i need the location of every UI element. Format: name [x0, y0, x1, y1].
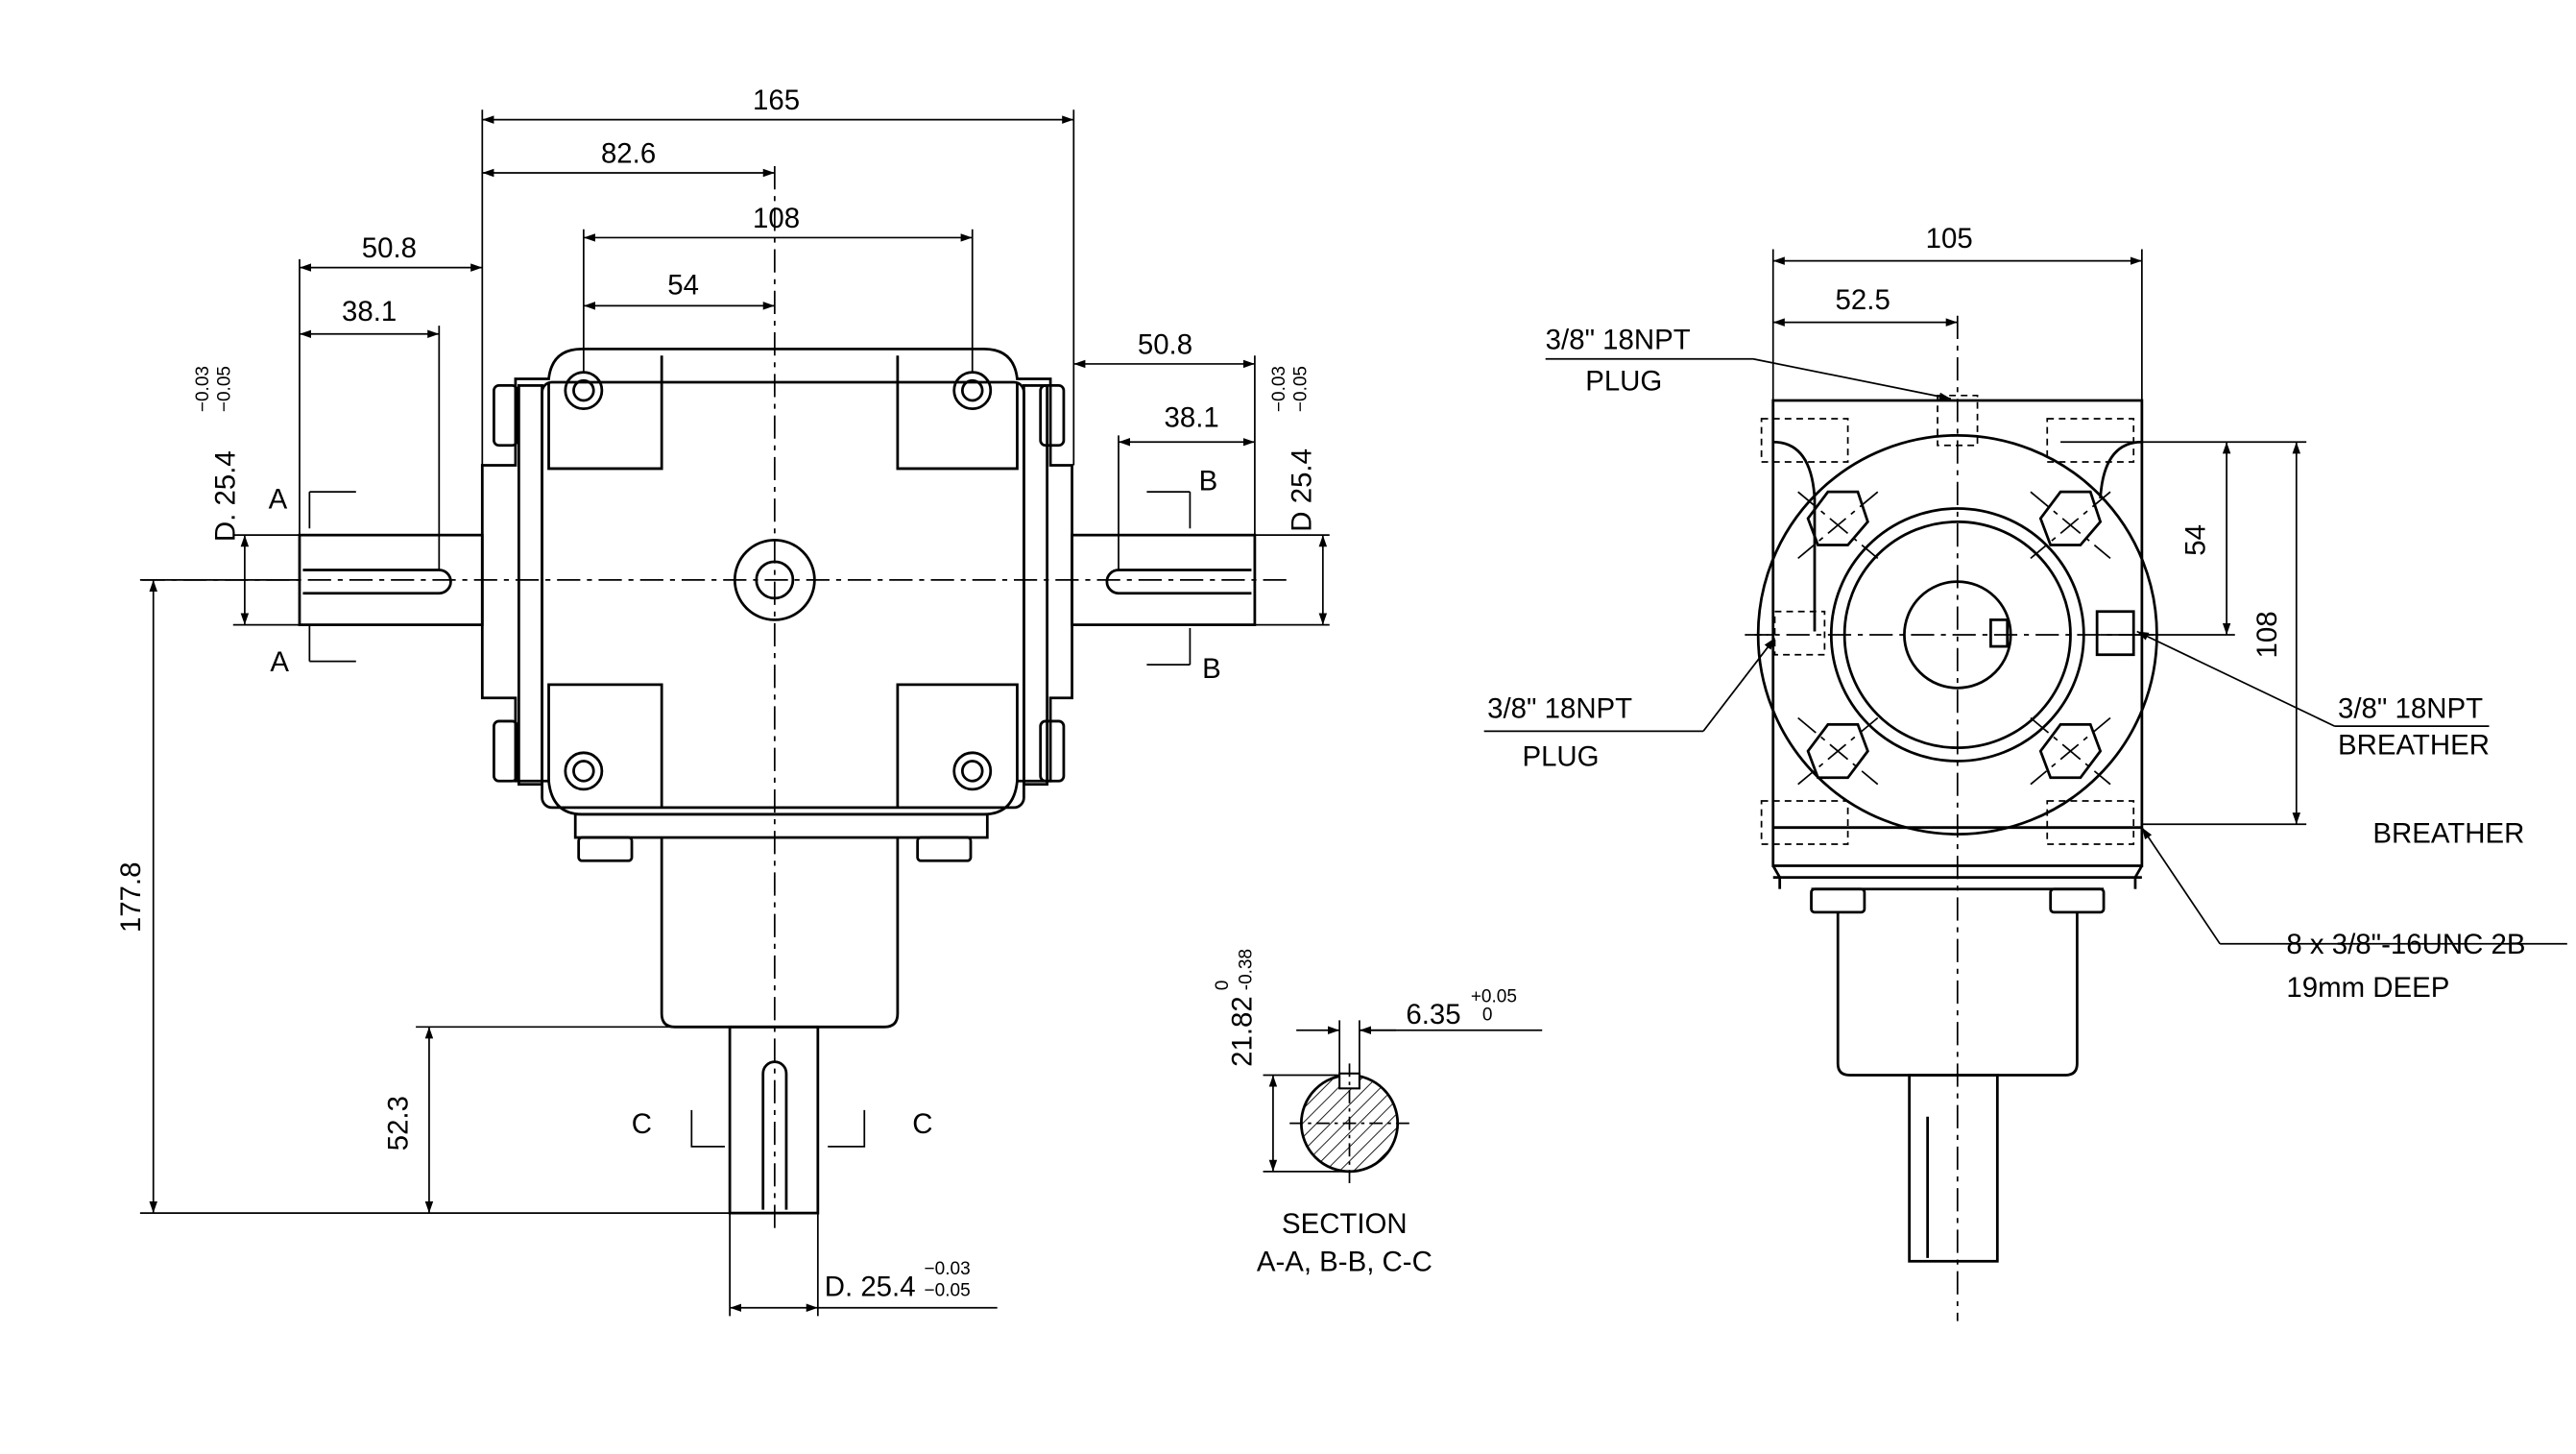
section-mark-c-left: C [632, 1108, 652, 1140]
dim-52-3: 52.3 [382, 1096, 414, 1151]
plug-top-line2: PLUG [1585, 366, 1662, 398]
corner-pad-bl [547, 683, 663, 808]
right-shaft-diameter: D 25.4 −0.03 −0.05 [1269, 366, 1318, 532]
key-width-upper: +0.05 [1471, 986, 1517, 1006]
bottom-diameter-main: D. 25.4 [825, 1272, 916, 1303]
nut-right-top [1039, 384, 1066, 448]
bottom-shaft-diameter: D. 25.4 −0.03 −0.05 [825, 1259, 971, 1302]
front-view [298, 347, 1257, 1215]
dim-50-8-left: 50.8 [362, 232, 417, 264]
hex-bolt-br [2038, 723, 2103, 780]
bolt-hole-bl-inner [572, 760, 595, 783]
section-mark-a-top: A [269, 483, 288, 515]
right-diameter-main: D 25.4 [1287, 448, 1318, 532]
bolt-hole-tl-inner [572, 378, 595, 402]
bolt-hole-br-inner [960, 760, 984, 783]
front-centerlines [141, 166, 1288, 1230]
breather-line1: 3/8" 18NPT [2338, 692, 2483, 724]
right-diameter-upper: −0.03 [1269, 366, 1289, 412]
left-diameter-main: D. 25.4 [209, 450, 241, 542]
bolt-hole-bl [564, 751, 604, 791]
hex-bolt-tl [1806, 490, 1869, 546]
bolt-hole-tl [564, 371, 604, 411]
bottom-nut-left [577, 836, 634, 862]
section-height-lower: -0.38 [1236, 949, 1256, 990]
dim-108-side: 108 [2251, 611, 2283, 658]
key-width-main: 6.35 [1406, 999, 1460, 1030]
section-mark-b-top: B [1199, 465, 1218, 497]
section-mark-b-bottom: B [1202, 653, 1221, 685]
dim-177-8: 177.8 [115, 862, 147, 933]
side-dimension-text: 105 52.5 54 108 [1836, 223, 2283, 659]
section-mark-c-right: C [912, 1108, 932, 1140]
bottom-nut-right [916, 836, 973, 862]
key-width-lower: 0 [1482, 1005, 1493, 1025]
nut-left-bottom [493, 719, 519, 783]
dim-108-front: 108 [753, 203, 800, 234]
bottom-plate [573, 812, 989, 839]
corner-pad-br [896, 683, 1019, 808]
left-key [302, 569, 452, 595]
section-label-1: SECTION [1282, 1208, 1408, 1240]
hex-bolt-bl [1806, 723, 1869, 780]
breather-extra: BREATHER [2372, 817, 2524, 849]
dim-38-1-right: 38.1 [1165, 402, 1219, 434]
plug-side-line1: 3/8" 18NPT [1487, 692, 1632, 724]
section-label-2: A-A, B-B, C-C [1257, 1247, 1432, 1278]
dim-105: 105 [1926, 223, 1973, 254]
breather-line2: BREATHER [2338, 730, 2490, 762]
flange-left [517, 384, 543, 787]
breather-plug [2095, 610, 2135, 657]
dim-54-side: 54 [2180, 524, 2212, 556]
dim-165: 165 [753, 85, 800, 116]
section-mark-a-bottom: A [270, 646, 289, 678]
front-dimension-text: 165 82.6 108 54 50.8 38.1 50.8 38.1 177.… [115, 85, 1221, 1151]
bottom-diameter-upper: −0.03 [925, 1259, 971, 1279]
section-height-dim: 21.82 0 -0.38 [1213, 949, 1258, 1067]
right-diameter-lower: −0.05 [1291, 366, 1312, 412]
housing-outline [480, 347, 1073, 816]
left-diameter-upper: −0.03 [193, 366, 213, 412]
bottom-diameter-lower: −0.05 [925, 1281, 971, 1301]
plug-top-line1: 3/8" 18NPT [1546, 324, 1691, 355]
bolt-hole-tr [952, 371, 993, 411]
bolt-hole-tr-inner [960, 378, 984, 402]
side-callouts: 3/8" 18NPT PLUG 3/8" 18NPT PLUG 3/8" 18N… [1487, 324, 2525, 1004]
side-bottom-nut-left [1810, 887, 1866, 914]
dim-52-5: 52.5 [1836, 284, 1890, 316]
dim-54-front: 54 [667, 269, 699, 301]
section-height-upper: 0 [1213, 981, 1233, 991]
dim-82-6: 82.6 [601, 138, 656, 170]
section-height-main: 21.82 [1226, 996, 1258, 1067]
dim-50-8-right: 50.8 [1138, 329, 1192, 361]
side-dimension-lines [1483, 249, 2567, 945]
front-dimension-lines [139, 109, 1330, 1317]
corner-pad-tl [547, 355, 663, 471]
flange-right [1023, 384, 1048, 787]
dim-38-1-left: 38.1 [342, 296, 397, 327]
left-diameter-lower: −0.05 [214, 366, 234, 412]
left-shaft-diameter: D. 25.4 −0.03 −0.05 [193, 366, 242, 542]
side-centerlines [1745, 315, 2160, 1321]
nut-left-top [493, 384, 519, 448]
side-output-shaft [1908, 1074, 1999, 1263]
corner-pad-tr [896, 355, 1019, 471]
hex-bolt-tr [2038, 490, 2103, 546]
right-key [1105, 569, 1252, 595]
side-bottom-nut-right [2049, 887, 2106, 914]
tapped-holes-line1: 8 x 3/8"-16UNC 2B [2286, 929, 2525, 960]
plug-side-line2: PLUG [1522, 741, 1599, 773]
section-view: 21.82 0 -0.38 6.35 +0.05 0 SECTION A-A, … [1213, 949, 1543, 1278]
lower-housing [660, 837, 900, 1029]
nut-right-bottom [1039, 719, 1066, 783]
tapped-holes-line2: 19mm DEEP [2286, 972, 2449, 1004]
side-bore-key [1989, 618, 2010, 648]
bolt-hole-br [952, 751, 993, 791]
